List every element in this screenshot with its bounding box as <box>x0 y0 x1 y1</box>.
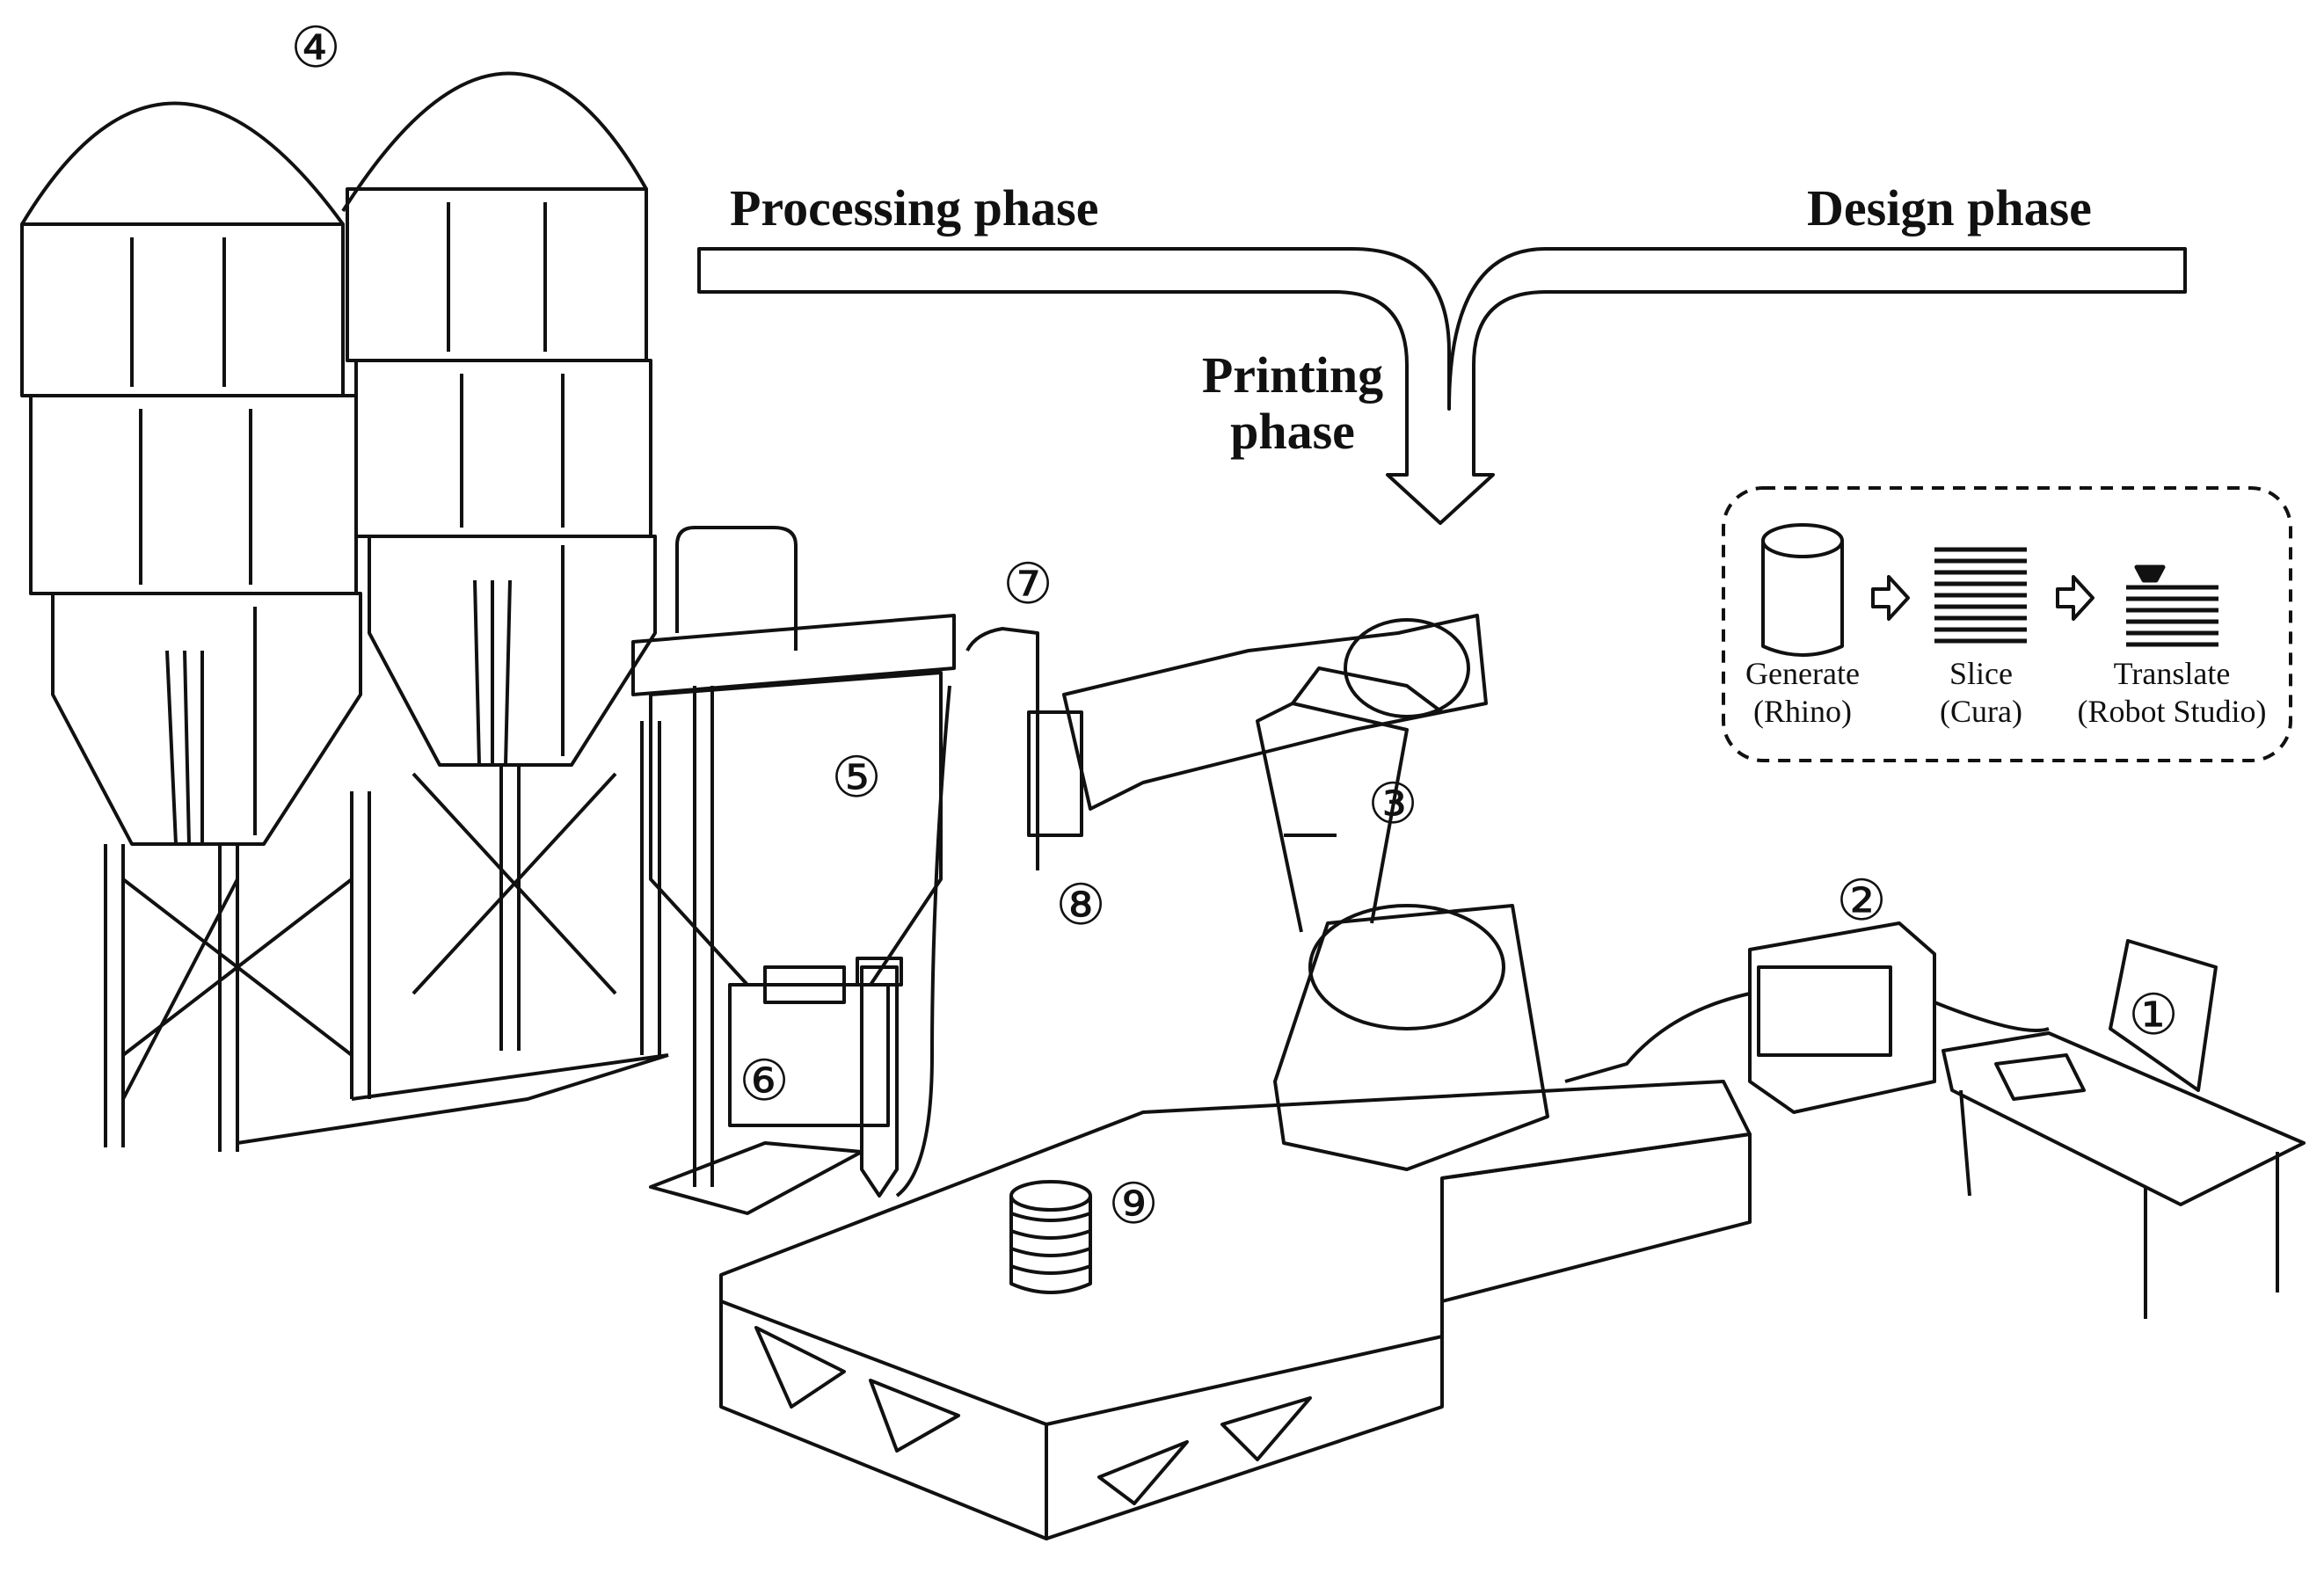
design-phase-label: Design phase <box>1807 179 2092 237</box>
printing-phase-line1: Printing <box>1201 346 1384 404</box>
workflow-step-translate: Translate (Robot Studio) <box>2058 655 2286 731</box>
phase-flow-arrow <box>697 247 2187 525</box>
workflow-box <box>1722 486 2292 762</box>
silos <box>20 71 669 1152</box>
processing-phase-label: Processing phase <box>730 179 1099 237</box>
marker-7-hose: ⑦ <box>1002 552 1053 615</box>
print-bed <box>719 1080 1752 1540</box>
workflow-step-label: Slice <box>1949 656 2013 691</box>
slice-layers-icon <box>1934 547 2027 644</box>
workflow-step-label: Translate <box>2113 656 2231 691</box>
marker-6-mixer: ⑥ <box>739 1049 790 1112</box>
printing-phase-label: Printing phase <box>1178 347 1407 460</box>
arrow-right-icon <box>1871 575 1910 621</box>
marker-4-silos: ④ <box>290 16 341 79</box>
arrow-right-icon <box>2056 575 2095 621</box>
workflow-step-tool: (Rhino) <box>1753 694 1852 730</box>
marker-5-hopper: ⑤ <box>831 746 882 809</box>
translate-print-icon <box>2126 564 2218 647</box>
generate-cylinder-icon <box>1761 523 1844 657</box>
marker-2-controller: ② <box>1836 869 1887 932</box>
robot-arm <box>1027 614 1549 1171</box>
marker-8-printhead: ⑧ <box>1055 873 1106 936</box>
marker-3-robot: ③ <box>1367 772 1418 835</box>
printing-phase-line2: phase <box>1230 402 1355 460</box>
workflow-step-tool: (Robot Studio) <box>2077 694 2267 730</box>
marker-9-print-bed: ⑨ <box>1108 1172 1159 1235</box>
workflow-step-generate: Generate (Rhino) <box>1688 655 1917 731</box>
controller-and-computer <box>1564 921 2306 1319</box>
workflow-step-tool: (Cura) <box>1940 694 2022 730</box>
hopper-and-mixer <box>631 526 1039 1215</box>
workflow-step-slice: Slice (Cura) <box>1867 655 2095 731</box>
marker-1-computer: ① <box>2128 983 2179 1046</box>
workflow-step-label: Generate <box>1745 656 1860 691</box>
